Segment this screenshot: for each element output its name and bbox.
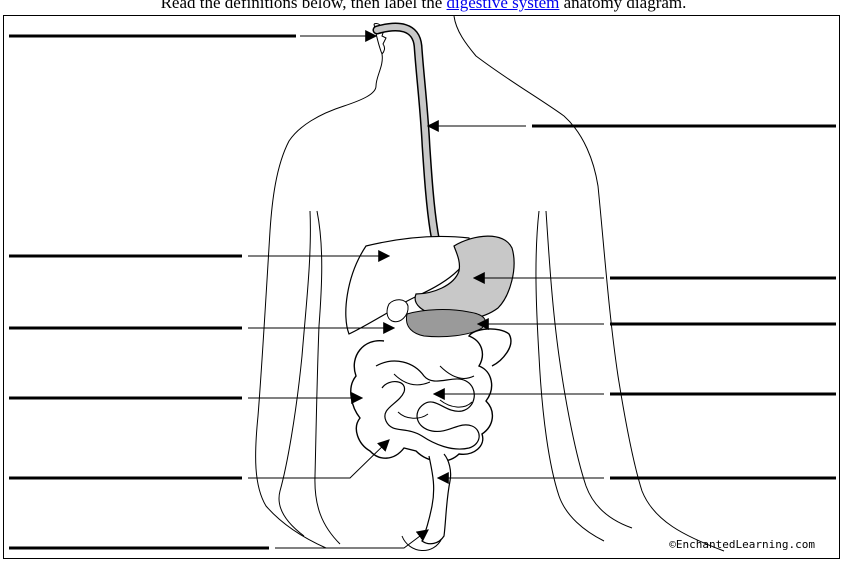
small-intestine xyxy=(375,360,480,450)
esophagus-fill xyxy=(374,24,459,264)
instructions-text-after: anatomy diagram. xyxy=(559,0,687,12)
instructions-text-before: Read the definitions below, then label t… xyxy=(160,0,447,12)
right-arm-outer xyxy=(545,210,633,529)
left-arm-inner xyxy=(314,210,341,545)
label-lines xyxy=(9,34,836,550)
digestive-system-link[interactable]: digestive system xyxy=(446,0,560,12)
small-intestine-loops xyxy=(393,365,475,419)
body-outline xyxy=(255,16,725,552)
gallbladder xyxy=(386,299,409,323)
neck-left-outline xyxy=(255,23,383,549)
left-arm-outer xyxy=(278,210,311,537)
liver xyxy=(345,235,472,335)
instructions: Read the definitions below, then label t… xyxy=(0,0,847,15)
large-intestine xyxy=(350,328,512,462)
pelvis-curve xyxy=(401,535,443,551)
pointer-arrows xyxy=(248,30,604,549)
pointer-appendix xyxy=(248,439,390,479)
pointer-anus xyxy=(275,529,429,549)
anatomy-diagram: ©EnchantedLearning.com xyxy=(3,15,840,559)
organs xyxy=(345,22,515,545)
diagram-canvas xyxy=(9,16,836,552)
rectum xyxy=(421,453,452,545)
nose-lip-outline xyxy=(373,23,387,55)
neck-right-outline xyxy=(453,16,725,552)
right-arm-inner xyxy=(535,210,605,542)
copyright-notice: ©EnchantedLearning.com xyxy=(669,538,815,551)
